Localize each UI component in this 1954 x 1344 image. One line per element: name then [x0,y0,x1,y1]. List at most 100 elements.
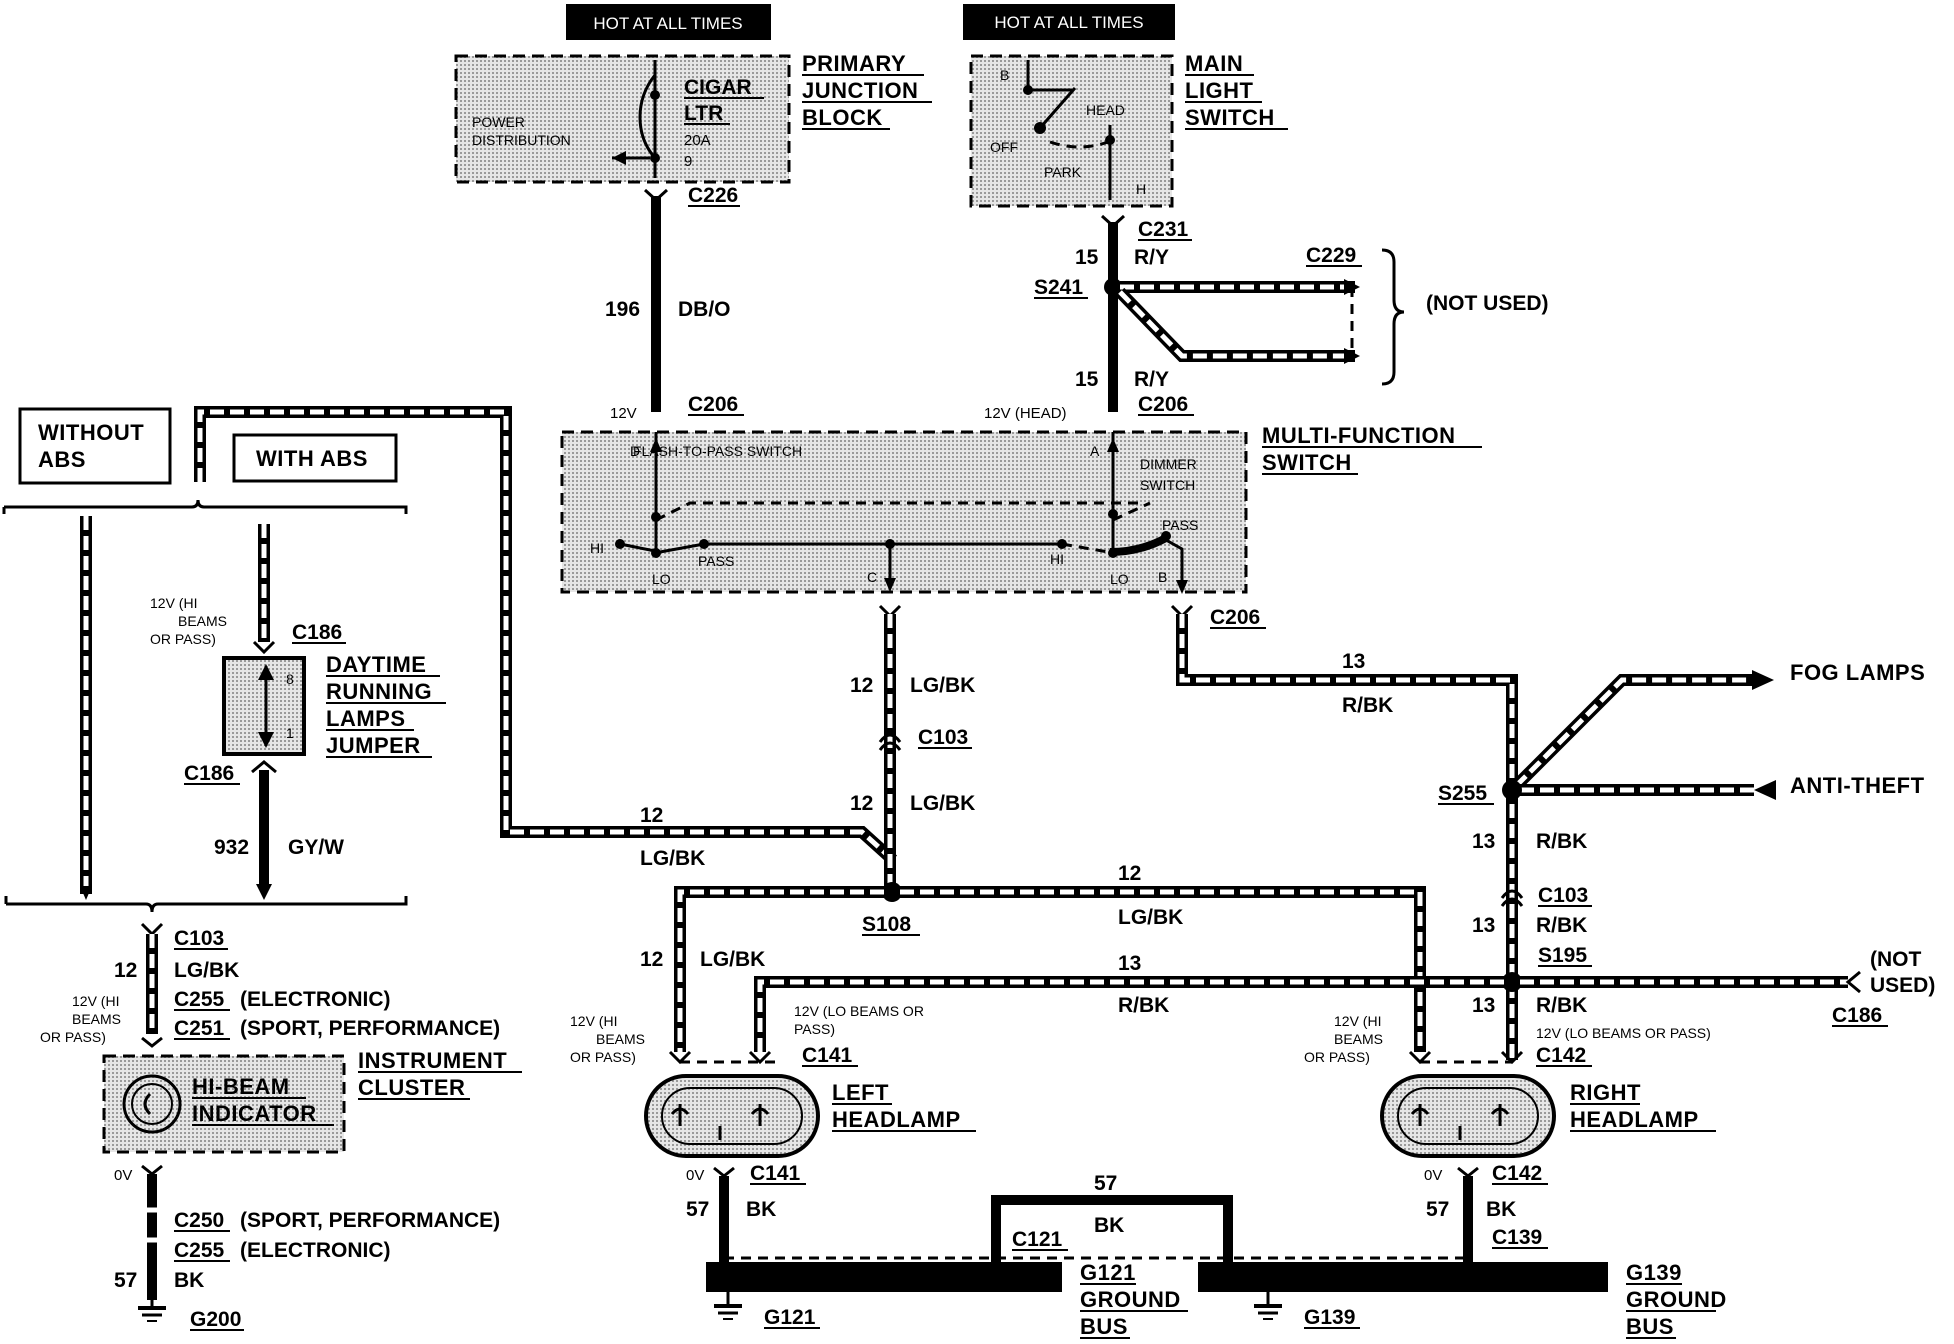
label-voltages-hi-pass-left-1: BEAMS [596,1031,645,1047]
label-components-primary-junction-block-fuse-0: CIGAR [684,76,752,99]
label-voltages-hi-pass-drl-2: OR PASS) [150,631,216,647]
label-components-multi-function-switch-labels-5: HI [590,540,604,556]
multi-function-switch: FLASH-TO-PASS SWITCH DIMMER SWITCH PASS … [560,423,1482,594]
label-connectors-c231: C231 [1138,218,1189,241]
label-voltages-ov-left: 0V [686,1167,704,1184]
label-wires-w13-s195-num: 13 [1472,994,1495,1017]
label-connectors-c250: C250 [174,1209,224,1232]
label-wires-w12-cluster-color: LG/BK [174,959,239,982]
label-components-main-light-switch-positions-1: OFF [990,139,1018,155]
main-light-switch: B OFF HEAD PARK H MAIN LIGHT SWITCH [969,51,1288,208]
instrument-cluster-branch: C103 12 LG/BK C255 (ELECTRONIC) C251 (SP… [40,922,522,1331]
label-wires-w57-right-num: 57 [1426,1198,1449,1221]
label-connectors-c226: C226 [688,184,738,207]
label-connectors-c186-right: C186 [1832,1004,1882,1027]
label-wires-w57-cluster-color: BK [174,1269,204,1292]
label-components-main-light-switch-positions-3: PARK [1044,164,1082,180]
label-components-multi-function-switch-labels-9: D [630,443,640,459]
label-connectors-c206-lower: C206 [1210,606,1260,629]
label-connectors-c142-top: C142 [1536,1044,1586,1067]
label-voltages-hi-pass-right-1: BEAMS [1334,1031,1383,1047]
label-wires-w57-left-color: BK [746,1198,776,1221]
label-connectors-c141-top: C141 [802,1044,853,1067]
label-components-g121-bus-title-1: GROUND [1080,1287,1181,1312]
label-wires-w57-right-color: BK [1486,1198,1516,1221]
label-wires-w12-mid2-num: 12 [850,792,873,815]
label-connectors-c186-lower: C186 [184,762,234,785]
label-components-g121-bus-title-2: BUS [1080,1314,1128,1339]
label-components-g121-bus-title-0: G121 [1080,1260,1136,1285]
right-headlamp: 12V (HI BEAMS OR PASS) 12V (LO BEAMS OR … [1304,1013,1716,1262]
label-wires-w13-s255-num: 13 [1472,830,1495,853]
label-components-multi-function-switch-labels-0: FLASH-TO-PASS SWITCH [633,443,802,459]
label-wires-w13-mid-num: 13 [1118,952,1141,975]
label-components-multi-function-switch-title-1: SWITCH [1262,450,1352,475]
label-components-instrument-cluster-inner-1: INDICATOR [192,1101,317,1126]
label-components-multi-function-switch-title-0: MULTI-FUNCTION [1262,423,1456,448]
label-components-drl-jumper-pins-1: 1 [286,725,294,741]
label-wires-w12-s108-right-color: LG/BK [1118,906,1183,929]
hot-at-all-times-label-right: HOT AT ALL TIMES [963,4,1175,40]
label-components-not-used-top: (NOT USED) [1426,292,1549,315]
label-components-multi-function-switch-labels-12: B [1158,569,1167,585]
label-components-main-light-switch-title-1: LIGHT [1185,78,1254,103]
label-wires-w12-s108-right-num: 12 [1118,862,1141,885]
label-voltages-hi-pass-left-0: 12V (HI [570,1013,617,1029]
label-wires-w12-mid2-color: LG/BK [910,792,975,815]
label-voltages-hi-pass-cluster-1: BEAMS [72,1011,121,1027]
label-wires-w12-left-num: 12 [640,804,663,827]
left-headlamp: 12V (HI BEAMS OR PASS) 12V (LO BEAMS OR … [570,1003,976,1262]
label-components-drl-jumper-title-2: LAMPS [326,706,406,731]
label-wires-w13-top-num: 13 [1342,650,1365,673]
label-connectors-s195: S195 [1538,944,1587,967]
label-connectors-g200: G200 [190,1308,241,1331]
label-connectors-c141-bot: C141 [750,1162,801,1185]
label-components-without-abs-0: WITHOUT [38,420,144,445]
label-voltages-lo-left-1: PASS) [794,1021,835,1037]
label-components-multi-function-switch-labels-8: LO [1110,571,1129,587]
label-wires-w932-num: 932 [214,836,249,859]
label-components-with-abs: WITH ABS [256,446,368,471]
label-components-anti-theft: ANTI-THEFT [1790,773,1925,798]
label-components-without-abs-1: ABS [38,447,86,472]
label-wires-w15b-color: R/Y [1134,368,1169,391]
label-components-instrument-cluster-title-0: INSTRUMENT [358,1048,507,1073]
label-voltages-v12-head: 12V (HEAD) [984,405,1067,422]
label-connectors-c229: C229 [1306,244,1356,267]
label-connectors-g121: G121 [764,1306,816,1329]
label-connectors-c142-bot: C142 [1492,1162,1542,1185]
label-components-multi-function-switch-labels-7: HI [1050,551,1064,567]
label-wires-w13-c103-color: R/BK [1536,914,1587,937]
label-voltages-hi-pass-left-2: OR PASS) [570,1049,636,1065]
label-wires-w13-mid-color: R/BK [1118,994,1169,1017]
label-components-multi-function-switch-labels-11: C [867,569,877,585]
wire-15-s241: C231 15 R/Y S241 C229 (NOT USED) 15 R/Y [1034,214,1549,412]
label-components-g139-bus-title-1: GROUND [1626,1287,1727,1312]
label-components-not-used-right-1: USED) [1870,974,1935,997]
label-components-primary-junction-block-fuse-2: 20A [684,132,711,149]
label-components-right-headlamp-title-0: RIGHT [1570,1080,1641,1105]
daytime-running-lamps-jumper: 12V (HI BEAMS OR PASS) C186 8 1 DAYTIME … [150,595,446,900]
c206-top-connectors: 12V C206 12V (HEAD) C206 [610,393,1194,422]
label-connectors-c121: C121 [1012,1228,1063,1251]
label-connectors-c103-right: C103 [1538,884,1588,907]
hot-at-all-times-label-left: HOT AT ALL TIMES [566,4,771,40]
label-components-main-light-switch-title-0: MAIN [1185,51,1243,76]
label-connector-notes-sport-perf: (SPORT, PERFORMANCE) [240,1017,500,1040]
label-wires-w13-s255-color: R/BK [1536,830,1587,853]
label-components-not-used-right-0: (NOT [1870,948,1921,971]
label-components-primary-junction-block-inner-0: POWER [472,114,525,130]
label-wires-w13-top-color: R/BK [1342,694,1393,717]
label-components-multi-function-switch-labels-1: DIMMER [1140,456,1197,472]
label-wires-w12-s108-down-color: LG/BK [700,948,765,971]
ground-buses: 57 BK C121 G121 G139 G121 GROUND BUS G13… [706,1172,1727,1339]
label-connectors-s108: S108 [862,913,911,936]
label-components-left-headlamp-title-0: LEFT [832,1080,889,1105]
label-connector-notes-electronic-b: (ELECTRONIC) [240,1239,391,1262]
label-voltages-v12-c206: 12V [610,405,637,422]
label-voltages-lo-left-0: 12V (LO BEAMS OR [794,1003,924,1019]
label-wires-w13-s195-color: R/BK [1536,994,1587,1017]
label-wires-w57-top-color: BK [1094,1214,1124,1237]
label-wires-w57-left-num: 57 [686,1198,709,1221]
label-wires-w12-s108-down-num: 12 [640,948,663,971]
